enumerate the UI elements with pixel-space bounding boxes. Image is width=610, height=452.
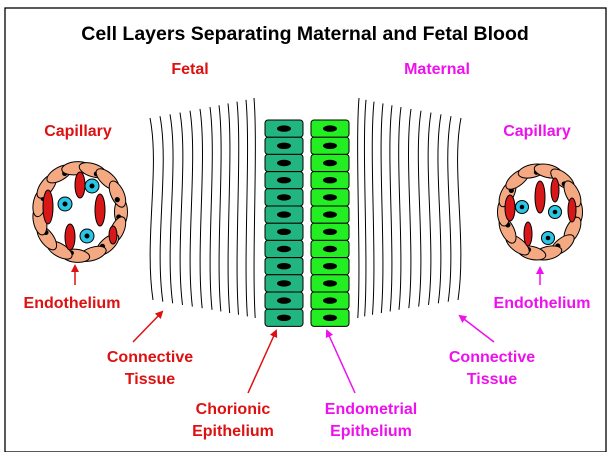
cell-nucleus [323,229,337,235]
endometrial-label-line2: Epithelium [330,423,412,440]
capillary-label-fetal: Capillary [44,123,112,140]
endothelium-label-maternal: Endothelium [494,295,591,312]
cell-nucleus [323,211,337,217]
chorionic-label-line1: Chorionic [196,401,271,418]
maternal-side-label: Maternal [404,61,470,78]
connective-label-fetal-line1: Connective [107,349,193,366]
endometrial-epithelium-column [311,120,349,326]
cell-nucleus [323,263,337,269]
cell-nucleus [323,246,337,252]
red-blood-cell [524,222,532,246]
cell-nucleus [323,297,337,303]
chorionic-epithelium-column [265,120,303,326]
cell-nucleus [277,177,291,183]
connective-label-maternal-line1: Connective [449,349,535,366]
endothelium-label-fetal: Endothelium [24,295,121,312]
red-blood-cell [568,198,576,222]
cell-nucleus [277,280,291,286]
page-title: Cell Layers Separating Maternal and Feta… [81,23,529,45]
red-blood-cell [109,226,117,244]
chorionic-label-line2: Epithelium [192,423,274,440]
cell-nucleus [277,246,291,252]
cell-nucleus [323,160,337,166]
endothelial-nucleus [115,197,120,202]
cell-nucleus [323,177,337,183]
cell-nucleus [277,160,291,166]
cell-nucleus [323,280,337,286]
capillary-label-maternal: Capillary [503,123,571,140]
red-blood-cell [65,224,75,250]
cell-nucleus [277,229,291,235]
red-blood-cell [535,181,545,213]
cell-nucleus [323,194,337,200]
connective-label-fetal-line2: Tissue [125,371,176,388]
cell-nucleus [277,297,291,303]
cell-nucleus [277,263,291,269]
red-blood-cell [505,195,515,221]
cell-nucleus [277,315,291,321]
cell-nucleus [277,211,291,217]
cell-nucleus [323,125,337,131]
red-blood-cell [43,190,53,224]
cell-nucleus [277,125,291,131]
cell-nucleus [323,315,337,321]
connective-label-maternal-line2: Tissue [467,371,518,388]
endometrial-label-line1: Endometrial [325,401,417,418]
red-blood-cell [75,172,85,198]
red-blood-cell [551,178,559,202]
cell-nucleus [323,143,337,149]
cell-nucleus [277,143,291,149]
fetal-side-label: Fetal [171,61,208,78]
red-blood-cell [95,194,105,226]
cell-nucleus [277,194,291,200]
